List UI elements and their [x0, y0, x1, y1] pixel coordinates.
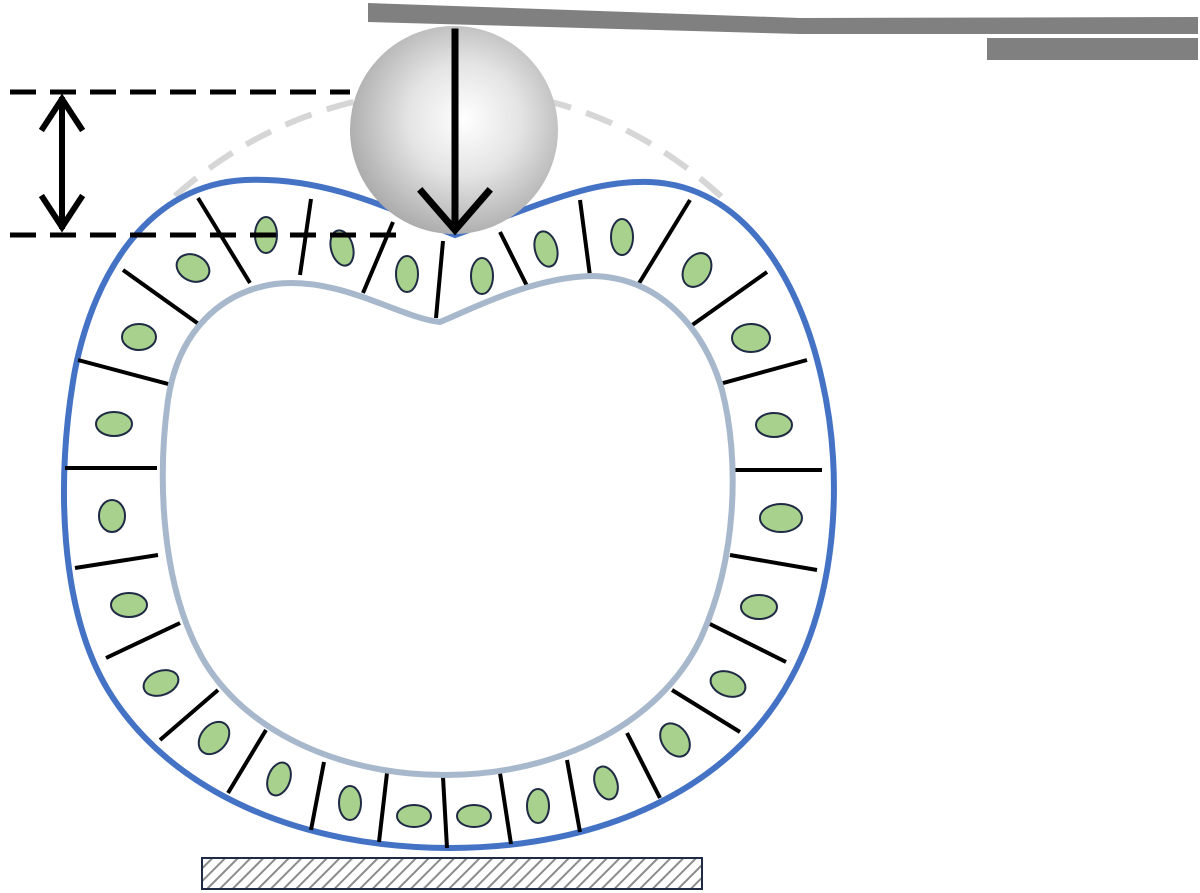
nucleus: [740, 594, 778, 620]
hatched-substrate-icon: [201, 857, 703, 890]
down-arrow-icon: [417, 28, 493, 236]
cell-border: [74, 553, 159, 570]
nucleus: [659, 722, 691, 758]
cell-border: [498, 231, 532, 293]
cell-border: [686, 270, 769, 330]
nucleus: [98, 499, 126, 533]
cell-border: [670, 688, 742, 734]
cell-borders: [65, 196, 822, 849]
nucleus: [396, 804, 432, 828]
cantilever: [368, 3, 1198, 60]
cell-border: [377, 772, 389, 843]
nucleus: [759, 503, 803, 533]
nucleus: [526, 788, 550, 824]
cell-border: [636, 198, 692, 287]
nucleus: [266, 761, 292, 797]
nucleus: [329, 229, 355, 267]
cell-border: [578, 199, 592, 277]
cell-border: [158, 688, 220, 742]
nucleus: [731, 323, 771, 353]
cell-border: [729, 553, 818, 572]
nucleus: [175, 253, 211, 283]
nucleus: [121, 323, 157, 351]
cell-border: [105, 621, 181, 660]
nucleus: [470, 257, 494, 295]
cell-border: [226, 728, 268, 795]
nucleus: [610, 218, 634, 256]
nucleus: [95, 411, 133, 437]
cell-border: [498, 772, 513, 845]
double-headed-arrow-icon: [38, 93, 86, 233]
indentation-depth-markers: [10, 89, 400, 238]
nucleus: [338, 785, 362, 821]
nucleus: [197, 720, 231, 756]
cell-border: [715, 358, 808, 387]
cell-border: [434, 240, 445, 319]
cantilever-base: [987, 38, 1198, 60]
nucleus: [709, 670, 747, 698]
cell-border: [309, 761, 326, 831]
nuclei: [95, 216, 803, 828]
nucleus: [456, 804, 492, 828]
cell-border: [707, 621, 787, 664]
cell-border: [196, 196, 252, 285]
cell-border: [77, 358, 173, 387]
nucleus: [110, 592, 148, 618]
cantilever-beam: [368, 3, 1198, 34]
inner-membrane: [159, 272, 736, 779]
nucleus: [142, 669, 180, 697]
cell-border: [121, 268, 202, 327]
cell-border: [565, 759, 582, 833]
nucleus: [395, 255, 419, 293]
nucleus: [755, 412, 793, 438]
nucleus: [681, 252, 713, 288]
nucleus: [533, 230, 559, 268]
cell-border: [441, 776, 449, 849]
undeformed-outline: [173, 86, 728, 203]
cell-border: [625, 732, 662, 799]
nucleus: [593, 765, 619, 801]
